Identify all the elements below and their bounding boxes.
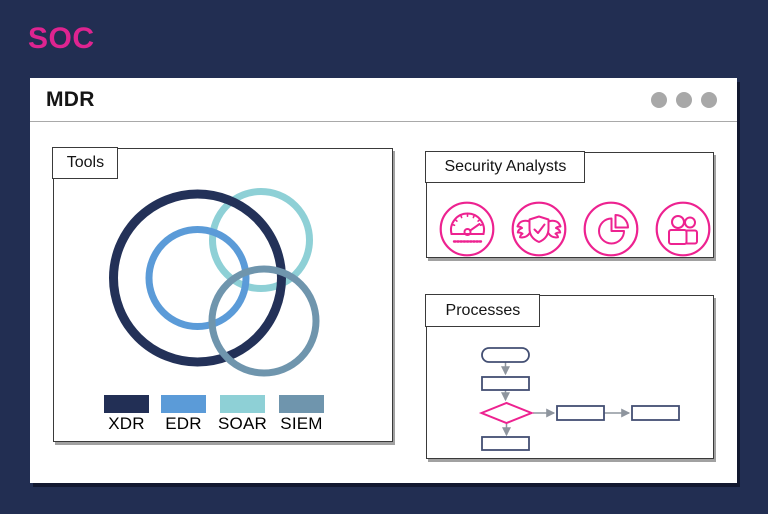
legend-item-siem: SIEM [278,395,324,434]
page-title: SOC [28,22,95,55]
legend-swatch-edr [161,395,206,413]
legend-swatch-siem [278,395,324,413]
window-control-dot-icon [651,91,667,108]
team-icon [655,201,711,257]
legend-item-soar: SOAR [218,395,267,434]
legend-item-edr: EDR [161,395,206,434]
legend-label: XDR [108,414,145,433]
legend-label: EDR [165,414,202,433]
flow-arrows [501,362,631,437]
security-analysts-panel-label: Security Analysts [425,151,586,184]
flow-node-process [631,405,680,421]
flow-node-process [481,376,530,391]
analyst-icons-row [439,201,711,257]
flow-node-decision [478,401,535,425]
window-control-dot-icon [701,91,717,108]
flow-node-terminator [481,347,530,363]
legend-label: SOAR [218,414,267,433]
tools-panel: Tools XDR EDR SOAR SIEM [52,147,393,442]
browser-window: MDR Tools XDR EDR SOAR [30,78,737,483]
winged-shield-check-icon [511,201,567,257]
gauge-icon [439,201,495,257]
legend-swatch-xdr [104,395,149,413]
venn-diagram [109,188,320,377]
processes-panel: Processes [425,294,714,459]
venn-circle-soar [209,188,313,292]
legend-item-xdr: XDR [104,395,149,434]
venn-circle-edr [145,226,250,330]
pie-chart-icon [583,201,639,257]
window-title: MDR [46,87,95,111]
processes-panel-label: Processes [425,294,541,328]
venn-circle-xdr [109,189,286,367]
window-control-dot-icon [676,91,692,108]
window-controls [651,91,717,108]
window-titlebar: MDR [30,78,737,122]
security-analysts-panel: Security Analysts [425,151,714,258]
flowchart [478,347,680,451]
venn-circle-siem [208,265,320,377]
tools-panel-label: Tools [52,147,119,180]
legend-label: SIEM [280,414,323,433]
flow-node-process [481,436,530,451]
legend-swatch-soar [219,395,265,413]
venn-legend: XDR EDR SOAR SIEM [104,395,324,434]
flow-node-process [556,405,605,421]
